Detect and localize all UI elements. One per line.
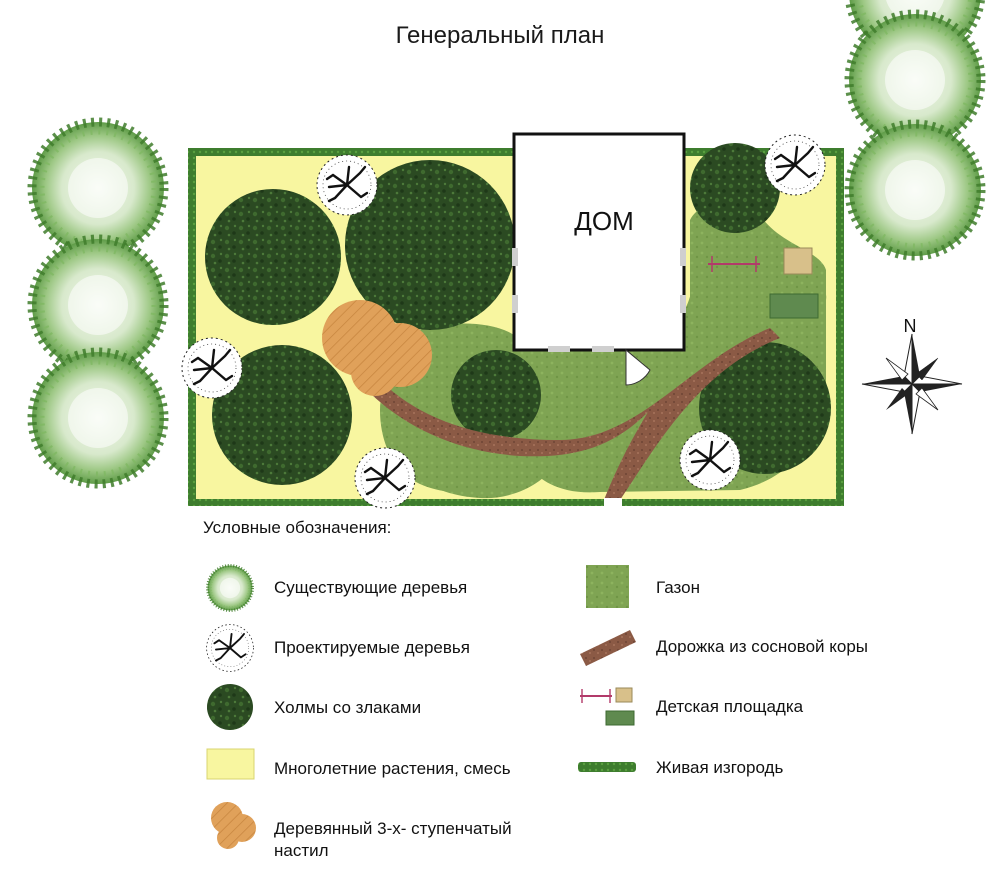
planned-tree-icon: [205, 623, 255, 673]
playground: [708, 247, 819, 319]
legend-heading: Условные обозначения:: [203, 518, 392, 537]
existing-tree: [32, 122, 164, 254]
grass-hill: [345, 160, 515, 330]
wooden-deck-icon: [211, 802, 256, 849]
grass-hill: [451, 350, 541, 440]
bark-path: [372, 328, 780, 500]
planned-tree: [353, 446, 417, 510]
planned-tree: [763, 133, 827, 197]
wooden-deck: [322, 300, 432, 396]
lawn-icon: [586, 565, 629, 608]
planned-tree: [678, 428, 742, 492]
grass-hill: [205, 189, 341, 325]
planned-tree: [180, 336, 244, 400]
grass-hill-icon: [207, 684, 253, 730]
playground-icon: [580, 687, 635, 726]
legend-label-planned-trees: Проектируемые деревья: [274, 638, 470, 657]
north-label: N: [904, 316, 917, 336]
existing-tree-icon: [206, 564, 254, 612]
existing-tree: [32, 352, 164, 484]
legend-label-bark-path: Дорожка из сосновой коры: [656, 637, 869, 656]
planned-tree: [315, 153, 379, 217]
legend-label-existing-trees: Существующие деревья: [274, 578, 468, 597]
legend-label-perennials: Многолетние растения, смесь: [274, 759, 511, 778]
page-title: Генеральный план: [395, 22, 605, 49]
hedge-icon: [578, 762, 636, 772]
grass-hill: [690, 143, 780, 233]
existing-tree: [849, 124, 981, 256]
legend-label-hedge: Живая изгородь: [656, 758, 784, 777]
existing-tree: [32, 239, 164, 371]
compass-rose: [861, 333, 963, 435]
legend-label-wooden-deck: Деревянный 3-х- ступенчатый настил: [274, 819, 512, 860]
legend-label-lawn: Газон: [656, 578, 700, 597]
house-label: ДОМ: [574, 206, 634, 236]
perennials-icon: [206, 748, 255, 780]
house: [512, 132, 686, 386]
legend-label-grass-hills: Холмы со злаками: [274, 698, 422, 717]
bark-path-icon: [580, 630, 636, 666]
grass-hill: [212, 345, 352, 485]
legend-label-playground: Детская площадка: [656, 697, 804, 716]
